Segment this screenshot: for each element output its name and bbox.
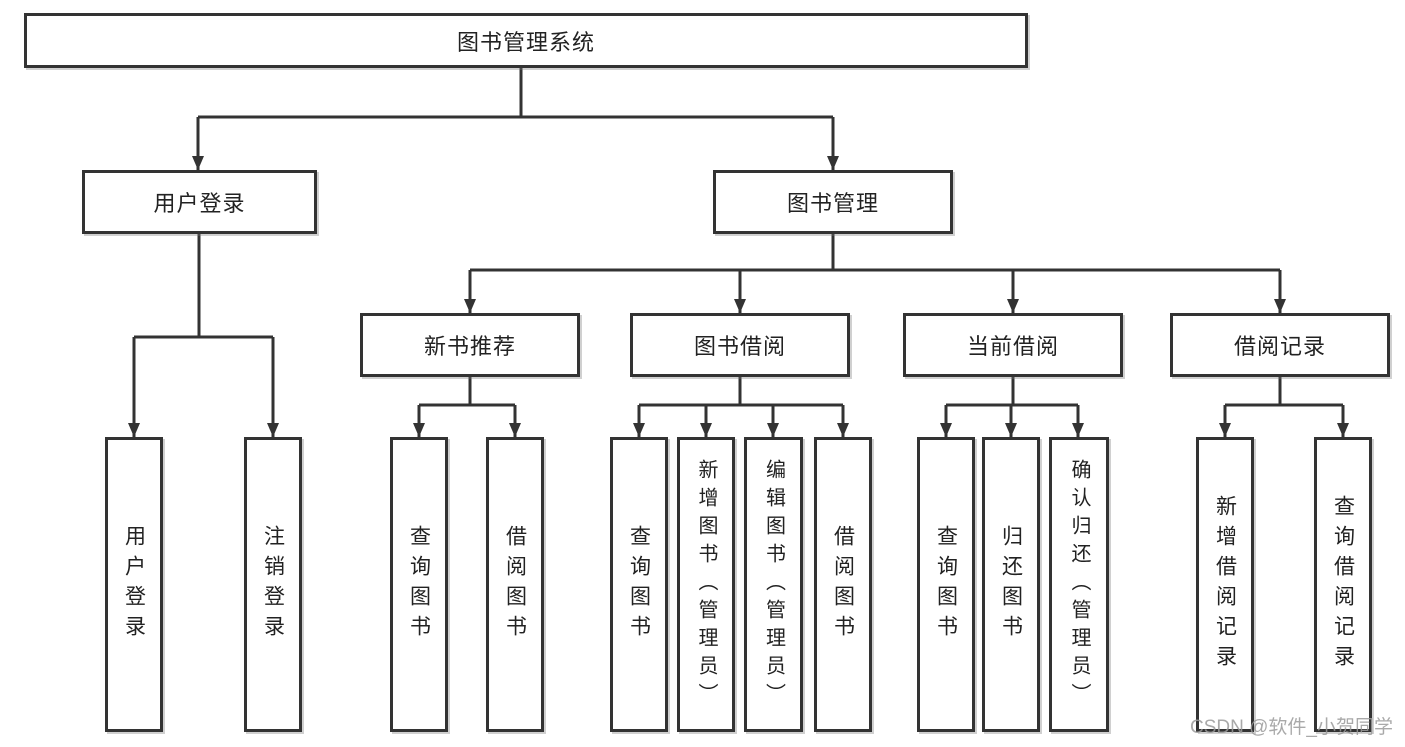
node-leaf-query-book-2: 查询图书 xyxy=(610,437,668,732)
node-current-borrow: 当前借阅 xyxy=(903,313,1123,377)
node-leaf-logout-label: 注销登录 xyxy=(261,524,285,645)
node-leaf-query-book-3-label: 查询图书 xyxy=(934,524,958,645)
node-leaf-query-book-3: 查询图书 xyxy=(917,437,975,732)
node-root: 图书管理系统 xyxy=(24,13,1028,68)
node-book-borrow: 图书借阅 xyxy=(630,313,850,377)
node-leaf-confirm-return-label: 确认归还（管理员） xyxy=(1068,458,1090,711)
node-leaf-return-book: 归还图书 xyxy=(982,437,1040,732)
node-leaf-add-book: 新增图书（管理员） xyxy=(677,437,735,732)
node-leaf-borrow-book-1: 借阅图书 xyxy=(486,437,544,732)
watermark: CSDN @软件_小贺同学 xyxy=(1190,717,1393,738)
node-current-borrow-label: 当前借阅 xyxy=(966,334,1059,359)
node-leaf-add-borrow-record: 新增借阅记录 xyxy=(1196,437,1254,732)
node-user-login: 用户登录 xyxy=(82,170,317,234)
node-leaf-add-book-label: 新增图书（管理员） xyxy=(695,458,717,711)
node-leaf-add-borrow-record-label: 新增借阅记录 xyxy=(1213,494,1237,675)
node-leaf-query-book-2-label: 查询图书 xyxy=(627,524,651,645)
node-leaf-borrow-book-1-label: 借阅图书 xyxy=(503,524,527,645)
node-leaf-user-login: 用户登录 xyxy=(105,437,163,732)
node-book-mgmt-label: 图书管理 xyxy=(786,191,879,216)
node-leaf-borrow-book-2: 借阅图书 xyxy=(814,437,872,732)
node-root-label: 图书管理系统 xyxy=(456,29,595,55)
node-book-mgmt: 图书管理 xyxy=(713,170,953,234)
node-leaf-confirm-return: 确认归还（管理员） xyxy=(1049,437,1109,732)
node-leaf-query-book-1: 查询图书 xyxy=(390,437,448,732)
node-new-book-rec-label: 新书推荐 xyxy=(423,334,516,359)
node-leaf-logout: 注销登录 xyxy=(244,437,302,732)
node-book-borrow-label: 图书借阅 xyxy=(693,334,786,359)
node-leaf-edit-book-label: 编辑图书（管理员） xyxy=(762,458,785,711)
node-leaf-query-borrow-record: 查询借阅记录 xyxy=(1314,437,1372,732)
node-leaf-return-book-label: 归还图书 xyxy=(999,524,1023,645)
node-new-book-rec: 新书推荐 xyxy=(360,313,580,377)
node-leaf-query-borrow-record-label: 查询借阅记录 xyxy=(1331,494,1355,675)
node-leaf-borrow-book-2-label: 借阅图书 xyxy=(831,524,855,645)
node-user-login-label: 用户登录 xyxy=(153,191,246,216)
node-leaf-query-book-1-label: 查询图书 xyxy=(407,524,431,645)
node-leaf-edit-book: 编辑图书（管理员） xyxy=(744,437,803,732)
node-borrow-record: 借阅记录 xyxy=(1170,313,1390,377)
node-borrow-record-label: 借阅记录 xyxy=(1233,334,1326,359)
node-leaf-user-login-label: 用户登录 xyxy=(122,524,146,645)
